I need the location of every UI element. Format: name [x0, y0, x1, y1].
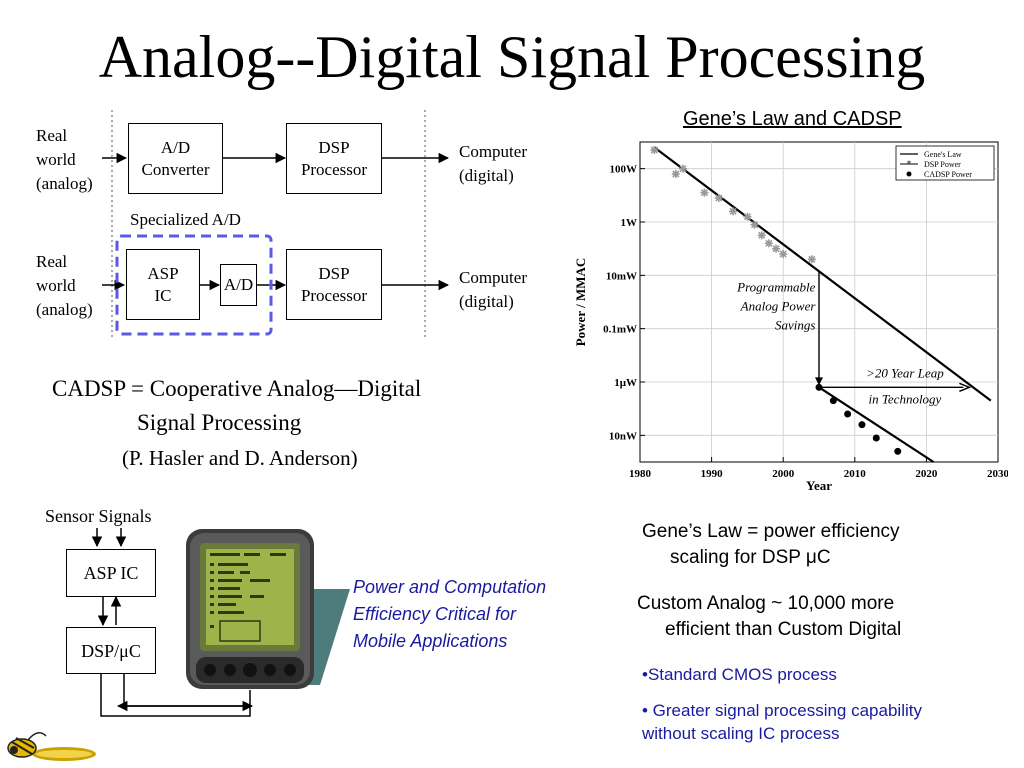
- savings-annotation: Programmable: [736, 279, 815, 294]
- specialized-ad-label: Specialized A/D: [130, 210, 241, 229]
- bullet-standard-cmos: •Standard CMOS process: [642, 665, 837, 684]
- row1-input-label: Real world (analog): [36, 126, 93, 193]
- dsp-power-point: [779, 250, 788, 258]
- dsp-power-point: [729, 207, 738, 216]
- leap-annotation-line2: in Technology: [869, 391, 942, 406]
- series-line: [818, 386, 935, 463]
- legend-box: [895, 145, 995, 181]
- legend-entry: Gene's Law: [924, 150, 962, 159]
- sensor-signals-label: Sensor Signals: [45, 506, 152, 526]
- y-tick-label: 10mW: [606, 270, 637, 282]
- bullet-greater-capability: • Greater signal processing capability: [642, 701, 922, 720]
- x-tick-label: 2000: [772, 468, 795, 480]
- row1-output-label: Computer (digital): [459, 142, 527, 185]
- dsp-power-point: [700, 188, 709, 197]
- mobile-caption-line2: Efficiency Critical for: [353, 604, 517, 624]
- savings-arrowhead: [815, 377, 823, 386]
- mobile-caption-line1: Power and Computation: [353, 577, 547, 597]
- dsp-power-point: [743, 212, 752, 221]
- page-title: Analog--Digital Signal Processing: [98, 24, 926, 90]
- chart-heading: Gene’s Law and CADSP: [683, 108, 902, 130]
- dsp-power-point: [757, 231, 766, 240]
- dsp-power-point: [678, 164, 687, 173]
- cadsp-power-point: [894, 447, 902, 455]
- legend-entry: CADSP Power: [924, 170, 972, 179]
- cadsp-citation: (P. Hasler and D. Anderson): [122, 446, 358, 470]
- savings-annotation: Savings: [775, 317, 815, 332]
- legend-swatch-star: *: [907, 159, 912, 169]
- cadsp-power-point: [844, 410, 852, 418]
- y-tick-label: 1μW: [614, 377, 637, 389]
- specialized-ad-outline: [115, 234, 273, 336]
- x-tick-label: 2020: [915, 468, 938, 480]
- genes-law-note-line1: Gene’s Law = power efficiency: [642, 521, 900, 542]
- legend-swatch-dot: [906, 171, 912, 177]
- row2-input-label: Real world (analog): [36, 252, 93, 319]
- row2-asp-ic-box: ASP IC: [126, 249, 200, 320]
- y-axis-label: Power / MMAC: [573, 258, 588, 347]
- x-axis-label: Year: [806, 478, 832, 493]
- row2-ad-box: A/D: [220, 264, 257, 306]
- genes-law-note-line2: scaling for DSP μC: [670, 547, 831, 568]
- leap-arrowhead: [959, 382, 972, 392]
- dsp-uc-box: DSP/μC: [66, 627, 156, 674]
- dsp-power-point: [772, 244, 781, 253]
- dsp-power-point: [764, 239, 773, 248]
- x-tick-label: 2010: [844, 468, 867, 480]
- dsp-power-point: [807, 255, 816, 264]
- savings-annotation: Analog Power: [740, 298, 817, 313]
- dsp-power-point: [714, 194, 723, 202]
- legend-entry: DSP Power: [924, 160, 961, 169]
- y-tick-label: 10nW: [609, 430, 637, 442]
- leap-annotation-line1: >20 Year Leap: [866, 365, 944, 380]
- pda-device-illustration: [186, 529, 350, 689]
- cadsp-power-point: [872, 434, 880, 442]
- logo-icon: [7, 732, 96, 761]
- custom-analog-note-line2: efficient than Custom Digital: [665, 619, 902, 640]
- asp-ic-box: ASP IC: [66, 549, 156, 597]
- mobile-caption: Power and Computation Efficiency Critica…: [353, 574, 546, 655]
- row1-ad-converter-box: A/D Converter: [128, 123, 223, 194]
- y-tick-label: 0.1mW: [603, 324, 637, 336]
- x-tick-label: 1990: [701, 468, 724, 480]
- mobile-caption-line3: Mobile Applications: [353, 631, 508, 651]
- cadsp-definition-line2: Signal Processing: [137, 410, 302, 435]
- dsp-power-point: [671, 170, 680, 178]
- series-line: [653, 146, 992, 402]
- dsp-power-point: [650, 146, 659, 154]
- genes-law-chart: 1980 1990 2000 2010 2020 2030 100W 1W 10mW 0.1mW 1…: [573, 141, 1008, 493]
- row1-dsp-processor-box: DSP Processor: [286, 123, 382, 194]
- x-tick-label: 2030: [987, 468, 1008, 480]
- x-tick-label: 1980: [629, 468, 652, 480]
- row2-output-label: Computer (digital): [459, 268, 527, 311]
- cadsp-definition-line1: CADSP = Cooperative Analog—Digital: [52, 376, 422, 401]
- y-tick-label: 100W: [610, 164, 638, 176]
- bullet-greater-capability-cont: without scaling IC process: [642, 724, 840, 743]
- cadsp-power-point: [858, 421, 866, 429]
- dsp-power-point: [750, 220, 759, 229]
- custom-analog-note-line1: Custom Analog ~ 10,000 more: [637, 593, 895, 614]
- y-tick-label: 1W: [621, 217, 638, 229]
- row2-dsp-processor-box: DSP Processor: [286, 249, 382, 320]
